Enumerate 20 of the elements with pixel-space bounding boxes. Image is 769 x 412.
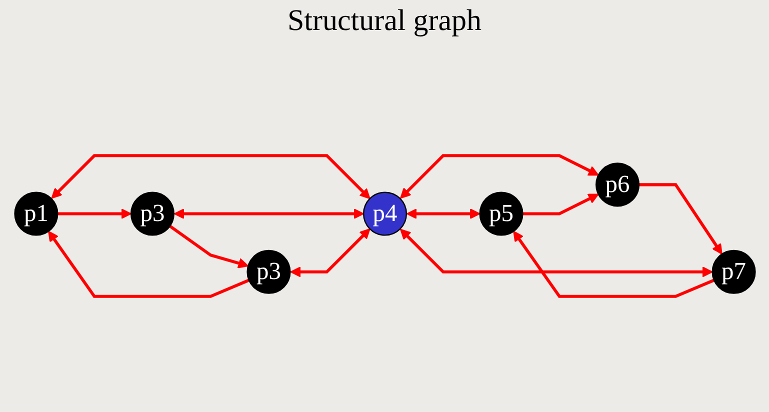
arrow [173, 208, 364, 220]
node-circle: p3 [130, 192, 174, 236]
arrow [57, 208, 132, 220]
node-circle: p7 [711, 250, 756, 294]
diagram-title: Structural graph [287, 4, 482, 38]
node-circle: p6 [595, 162, 640, 207]
arrow [522, 194, 598, 216]
arrow [290, 228, 370, 278]
node-circle: p3 [246, 250, 290, 294]
arrow [50, 154, 370, 200]
node-circle: p1 [14, 192, 58, 236]
arrow [168, 224, 248, 268]
node-circle: p5 [478, 192, 523, 236]
arrow [512, 230, 714, 298]
arrow [400, 228, 712, 278]
arrow [400, 154, 598, 199]
arrow [48, 230, 250, 298]
arrow [638, 183, 722, 255]
arrow [406, 208, 480, 220]
node-circle: p4 [362, 192, 407, 236]
